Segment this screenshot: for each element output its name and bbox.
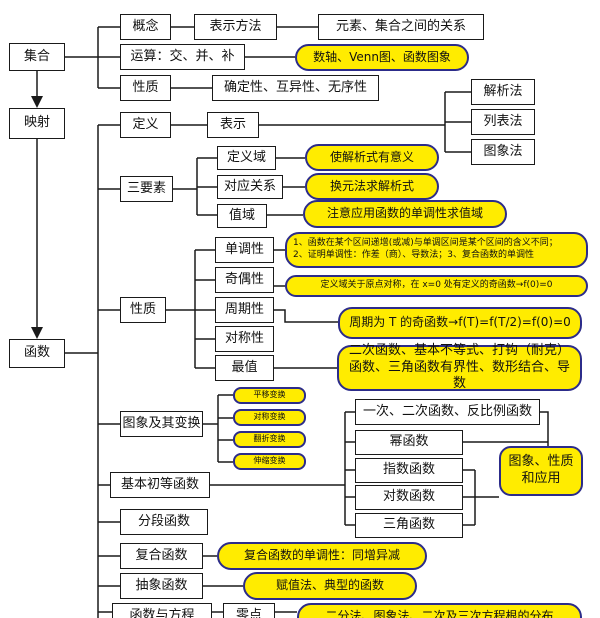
node-representation: 表示 bbox=[207, 112, 259, 138]
node-element-relations: 元素、集合之间的关系 bbox=[318, 14, 484, 40]
node-abstract-function: 抽象函数 bbox=[120, 573, 203, 599]
node-concept: 概念 bbox=[120, 14, 171, 40]
note-graph-properties: 图象、性质和应用 bbox=[499, 446, 583, 496]
node-periodicity: 周期性 bbox=[215, 297, 274, 323]
note-extrema: 二次函数、基本不等式、打钩（耐克）函数、三角函数有界性、数形结合、导数 bbox=[337, 343, 582, 391]
node-range: 值域 bbox=[217, 204, 267, 228]
note-range: 注意应用函数的单调性求值域 bbox=[303, 200, 507, 228]
node-function-properties: 性质 bbox=[120, 297, 166, 323]
node-exponential-function: 指数函数 bbox=[355, 458, 463, 483]
node-set: 集合 bbox=[9, 43, 65, 71]
note-substitution: 换元法求解析式 bbox=[305, 173, 439, 200]
node-determinacy: 确定性、互异性、无序性 bbox=[212, 75, 379, 101]
node-function: 函数 bbox=[9, 339, 65, 368]
node-correspondence: 对应关系 bbox=[217, 175, 283, 199]
node-mapping: 映射 bbox=[9, 108, 65, 139]
node-monotonicity: 单调性 bbox=[215, 237, 274, 263]
note-composite: 复合函数的单调性：同增异减 bbox=[217, 542, 427, 570]
node-zero-point: 零点 bbox=[223, 603, 275, 618]
note-symmetric-transform: 对称变换 bbox=[233, 409, 306, 426]
note-abstract: 赋值法、典型的函数 bbox=[243, 572, 417, 600]
note-stretch: 伸缩变换 bbox=[233, 453, 306, 470]
note-monotonicity-line-2: 2、证明单调性：作差（商）、导数法；3、复合函数的单调性 bbox=[293, 250, 534, 260]
note-monotonicity-line-1: 1、函数在某个区间递增(或减)与单调区间是某个区间的含义不同； bbox=[293, 238, 558, 249]
note-flip: 翻折变换 bbox=[233, 431, 306, 448]
node-domain: 定义域 bbox=[217, 146, 276, 170]
note-periodicity: 周期为 T 的奇函数→f(T)=f(T/2)=f(0)=0 bbox=[338, 307, 582, 339]
node-trig-function: 三角函数 bbox=[355, 513, 463, 538]
note-zero-point: 二分法、图象法、二次及三次方程根的分布 bbox=[297, 603, 582, 618]
node-extrema: 最值 bbox=[215, 355, 274, 381]
node-linear-quadratic: 一次、二次函数、反比例函数 bbox=[355, 399, 540, 425]
node-power-function: 幂函数 bbox=[355, 430, 463, 455]
node-table-method: 列表法 bbox=[471, 109, 535, 135]
node-analytic-method: 解析法 bbox=[471, 79, 535, 105]
note-parity: 定义域关于原点对称，在 x=0 处有定义的奇函数→f(0)=0 bbox=[285, 275, 588, 297]
node-elementary-functions: 基本初等函数 bbox=[110, 472, 210, 498]
node-graph-transform: 图象及其变换 bbox=[120, 411, 203, 437]
note-number-line-venn: 数轴、Venn图、函数图象 bbox=[295, 44, 469, 71]
node-logarithmic-function: 对数函数 bbox=[355, 485, 463, 510]
node-piecewise-function: 分段函数 bbox=[120, 509, 208, 535]
node-parity: 奇偶性 bbox=[215, 267, 274, 293]
note-translation: 平移变换 bbox=[233, 387, 306, 404]
node-composite-function: 复合函数 bbox=[120, 543, 203, 569]
node-graph-method: 图象法 bbox=[471, 139, 535, 165]
node-function-equation: 函数与方程 bbox=[112, 603, 212, 618]
node-symmetry: 对称性 bbox=[215, 326, 274, 352]
note-domain: 使解析式有意义 bbox=[305, 144, 439, 171]
note-monotonicity: 1、函数在某个区间递增(或减)与单调区间是某个区间的含义不同； 2、证明单调性：… bbox=[285, 232, 588, 268]
node-definition: 定义 bbox=[120, 112, 171, 138]
node-representation-method: 表示方法 bbox=[194, 14, 277, 40]
node-three-elements: 三要素 bbox=[120, 176, 173, 202]
node-set-properties: 性质 bbox=[120, 75, 171, 101]
node-operations: 运算：交、并、补 bbox=[120, 44, 245, 70]
